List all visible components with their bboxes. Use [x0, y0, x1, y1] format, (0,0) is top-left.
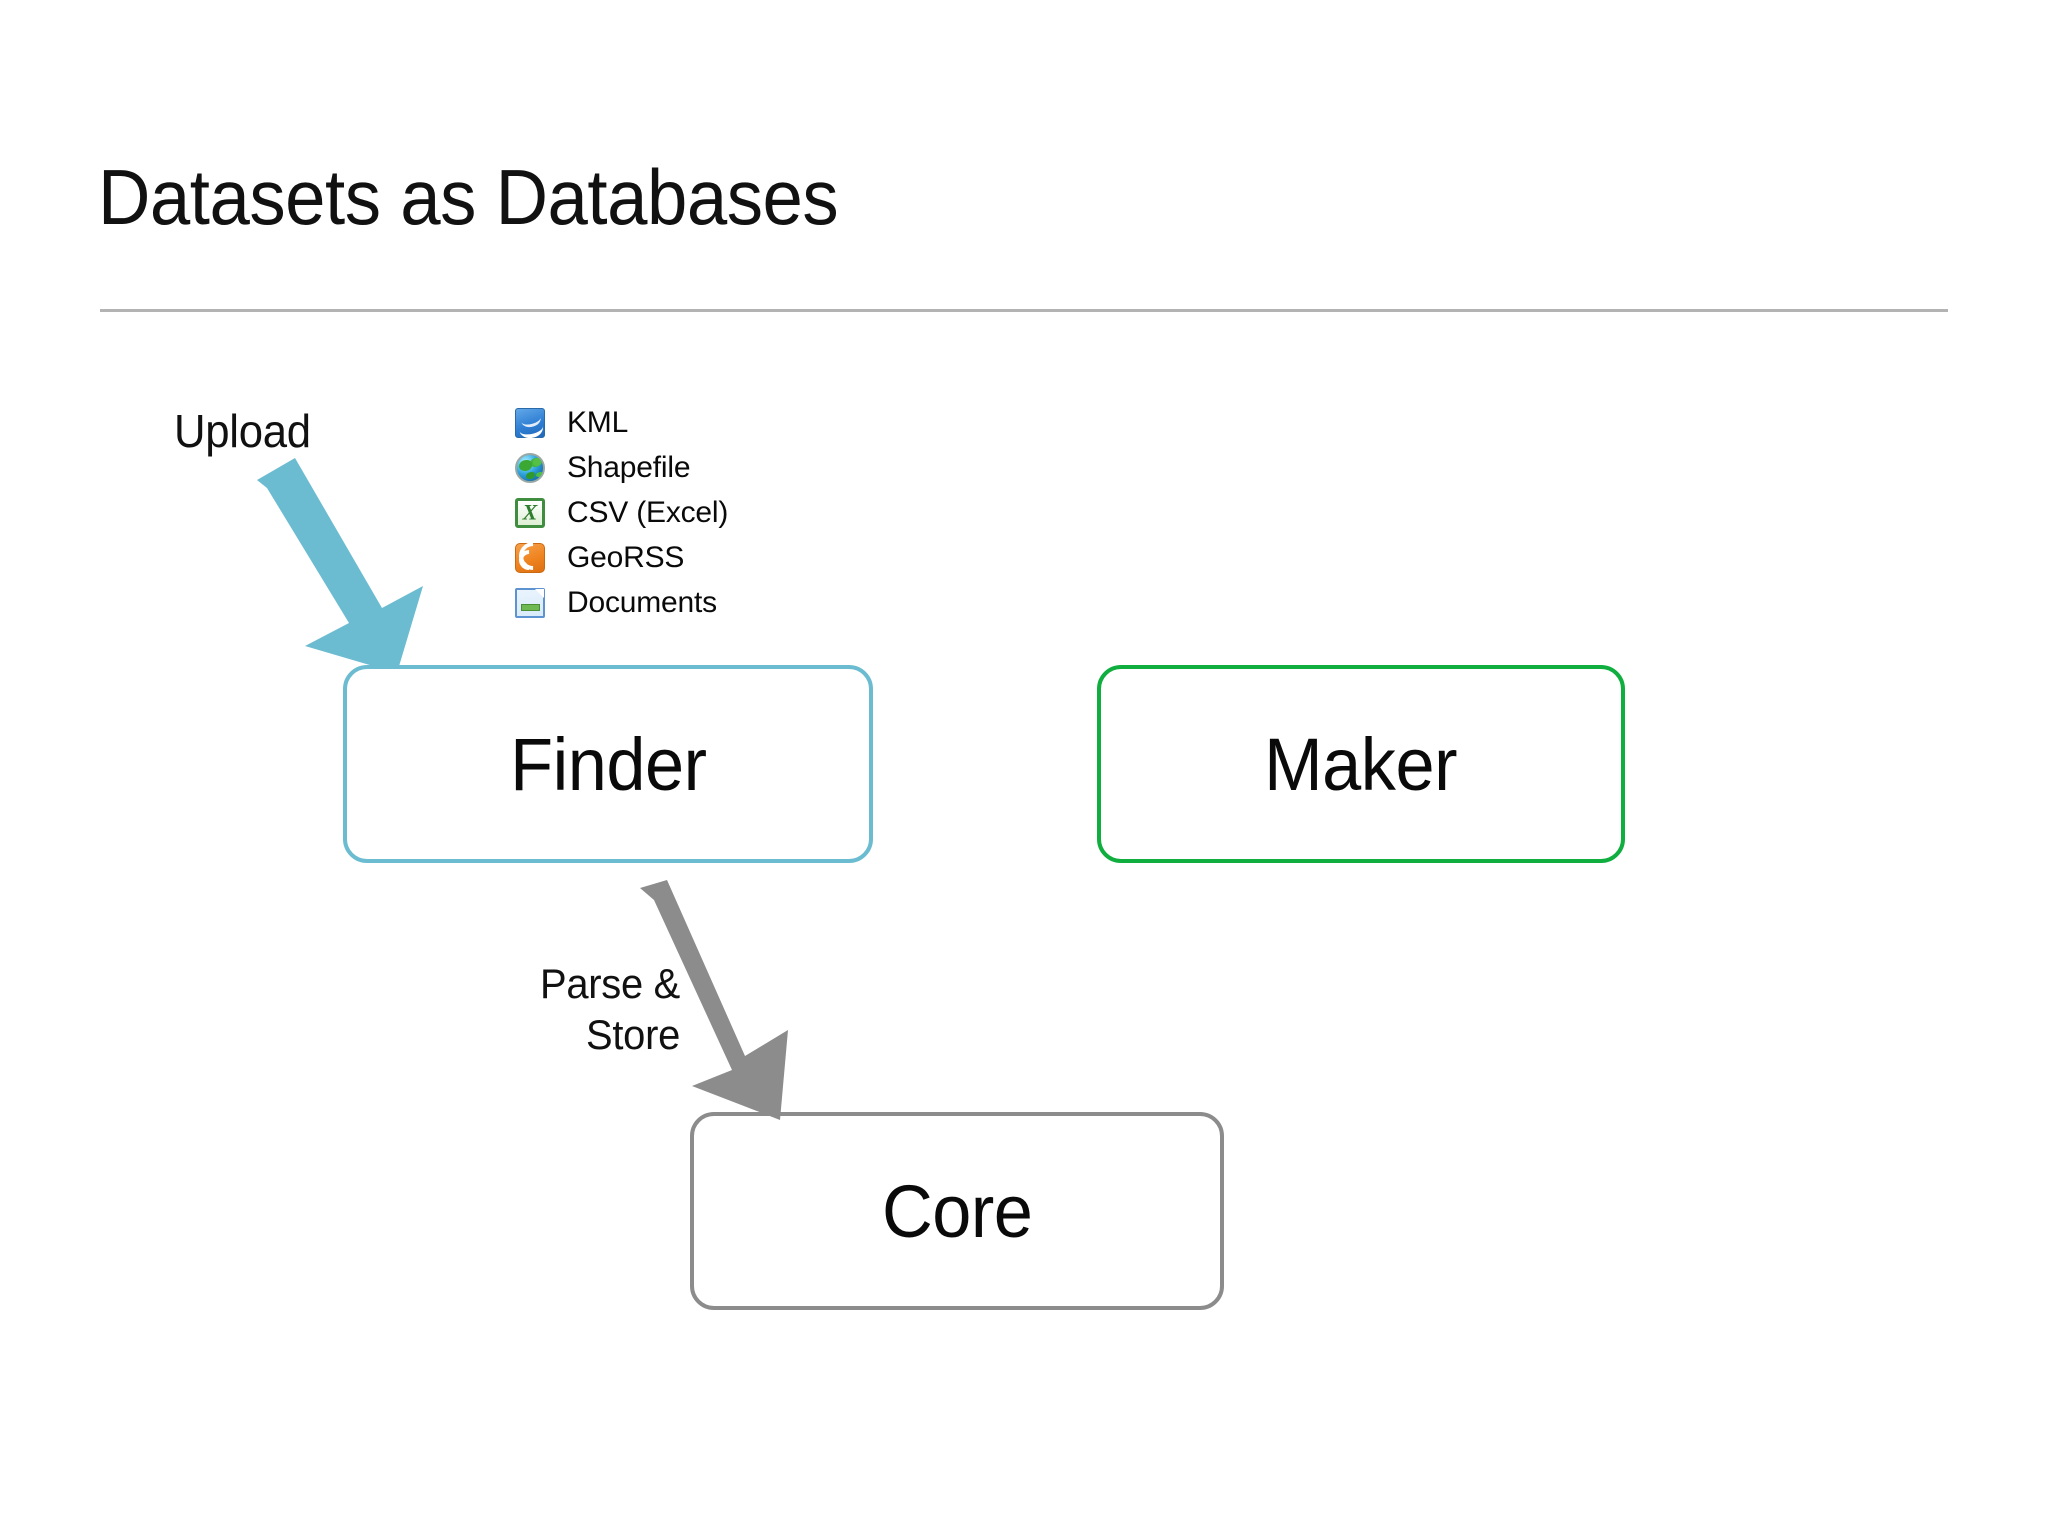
parse-store-arrow-icon: [640, 880, 788, 1120]
parse-store-line-2: Store: [586, 1011, 680, 1059]
format-label: Documents: [567, 585, 717, 619]
list-item: CSV (Excel): [515, 490, 728, 535]
list-item: KML: [515, 400, 728, 445]
page-title: Datasets as Databases: [98, 153, 839, 241]
document-file-icon: [515, 587, 545, 618]
supported-formats-list: KML Shapefile CSV (Excel) GeoRSS Documen…: [513, 400, 728, 625]
list-item: Shapefile: [515, 445, 728, 490]
format-label: Shapefile: [567, 450, 691, 484]
format-label: CSV (Excel): [567, 495, 729, 529]
upload-label: Upload: [174, 405, 311, 457]
finder-node-label: Finder: [509, 722, 707, 806]
shapefile-globe-icon: [515, 452, 545, 483]
maker-node-box[interactable]: Maker: [1097, 665, 1625, 863]
title-divider: [100, 309, 1948, 312]
rss-feed-icon: [513, 535, 553, 576]
rss-dot-icon: [521, 561, 527, 568]
upload-arrow-icon: [257, 458, 423, 673]
format-label: GeoRSS: [567, 540, 685, 574]
list-item: Documents: [515, 580, 728, 625]
list-item: GeoRSS: [513, 535, 728, 580]
parse-store-line-1: Parse &: [540, 960, 680, 1007]
core-node-box[interactable]: Core: [690, 1112, 1224, 1310]
format-label: KML: [567, 405, 629, 439]
maker-node-label: Maker: [1264, 722, 1458, 806]
core-node-label: Core: [881, 1169, 1033, 1253]
excel-file-icon: [515, 497, 545, 528]
finder-node-box[interactable]: Finder: [343, 665, 873, 863]
kml-file-icon: [515, 407, 545, 438]
parse-store-label: Parse & Store: [380, 958, 680, 1060]
